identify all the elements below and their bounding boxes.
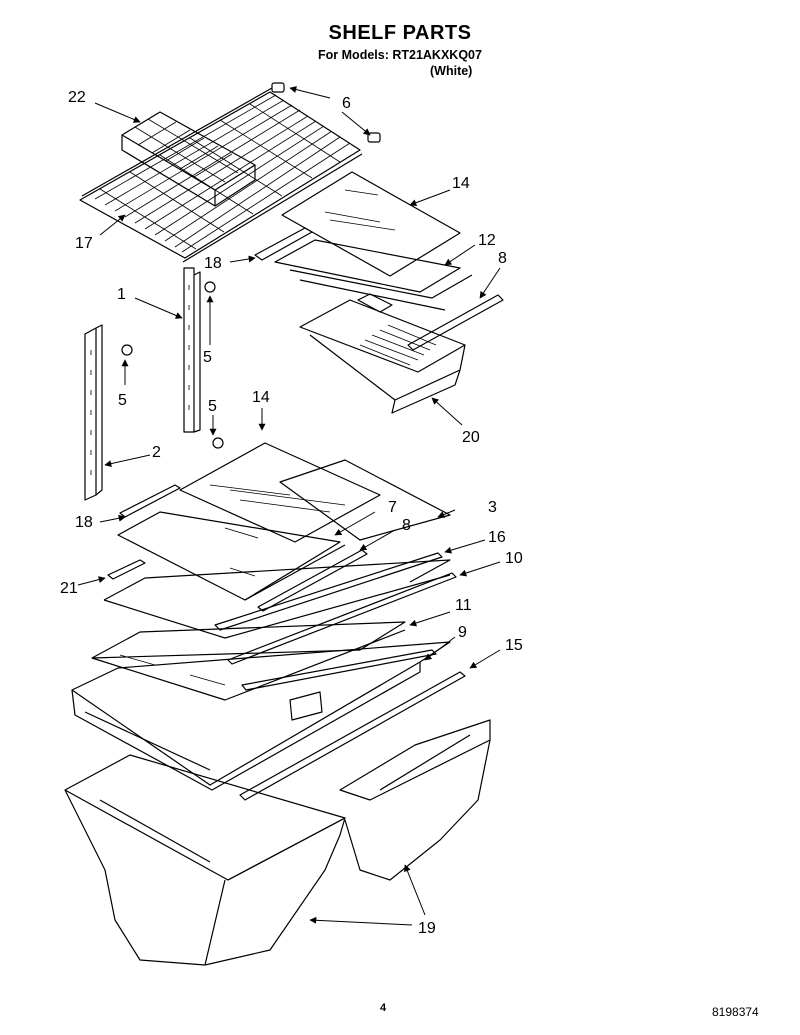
shelf-support-pins xyxy=(271,82,381,143)
callout-6: 6 xyxy=(342,95,351,112)
callout-5-upper: 5 xyxy=(203,349,212,366)
lower-shelf-frame xyxy=(103,552,457,665)
callout-22: 22 xyxy=(68,89,86,106)
callout-5-lower: 5 xyxy=(208,398,217,415)
screws xyxy=(121,281,224,449)
callout-14-middle: 14 xyxy=(252,389,270,406)
crisper-drawer-right xyxy=(339,719,491,881)
crisper-frame xyxy=(71,641,466,801)
callout-8-upper: 8 xyxy=(498,250,507,267)
callout-12: 12 xyxy=(478,232,496,249)
callout-18-middle: 18 xyxy=(75,514,93,531)
crisper-drawer-left xyxy=(64,754,346,966)
callout-8-middle: 8 xyxy=(402,517,411,534)
callout-9: 9 xyxy=(458,624,467,641)
large-shelf-panel xyxy=(279,459,451,541)
middle-glass-shelf xyxy=(179,442,381,543)
callout-11: 11 xyxy=(455,597,472,614)
models-line: For Models: RT21AKXKQ07 xyxy=(318,48,482,62)
leader-lines xyxy=(77,86,501,926)
callout-16: 16 xyxy=(488,529,506,546)
document-number: 8198374 xyxy=(712,1005,759,1019)
callout-10: 10 xyxy=(505,550,523,567)
callout-19: 19 xyxy=(418,920,436,937)
callout-21: 21 xyxy=(60,580,78,597)
shelf-ladder-right xyxy=(183,267,201,433)
deli-drawer xyxy=(299,293,466,414)
crisper-cover xyxy=(91,621,437,701)
callout-20: 20 xyxy=(462,429,480,446)
upper-glass-shelf xyxy=(281,171,461,277)
wire-shelf xyxy=(79,87,363,263)
callout-3: 3 xyxy=(488,499,497,516)
callout-1: 1 xyxy=(117,286,126,303)
color-line: (White) xyxy=(430,64,473,78)
callout-18-upper: 18 xyxy=(204,255,222,272)
callout-labels: 22 6 14 17 18 12 8 1 5 5 5 14 20 2 3 7 1… xyxy=(60,89,523,937)
crisper-cover-trim xyxy=(407,294,504,351)
middle-shelf-frame xyxy=(117,484,368,612)
callout-2: 2 xyxy=(152,444,161,461)
shelf-ladder-left xyxy=(84,324,103,501)
page-number: 4 xyxy=(380,1002,387,1014)
ice-cube-tray xyxy=(121,111,256,207)
callout-7: 7 xyxy=(388,499,397,516)
callout-5-left: 5 xyxy=(118,392,127,409)
callout-15: 15 xyxy=(505,637,523,654)
callout-17: 17 xyxy=(75,235,93,252)
callout-14-upper: 14 xyxy=(452,175,470,192)
page-title: SHELF PARTS xyxy=(328,22,472,44)
